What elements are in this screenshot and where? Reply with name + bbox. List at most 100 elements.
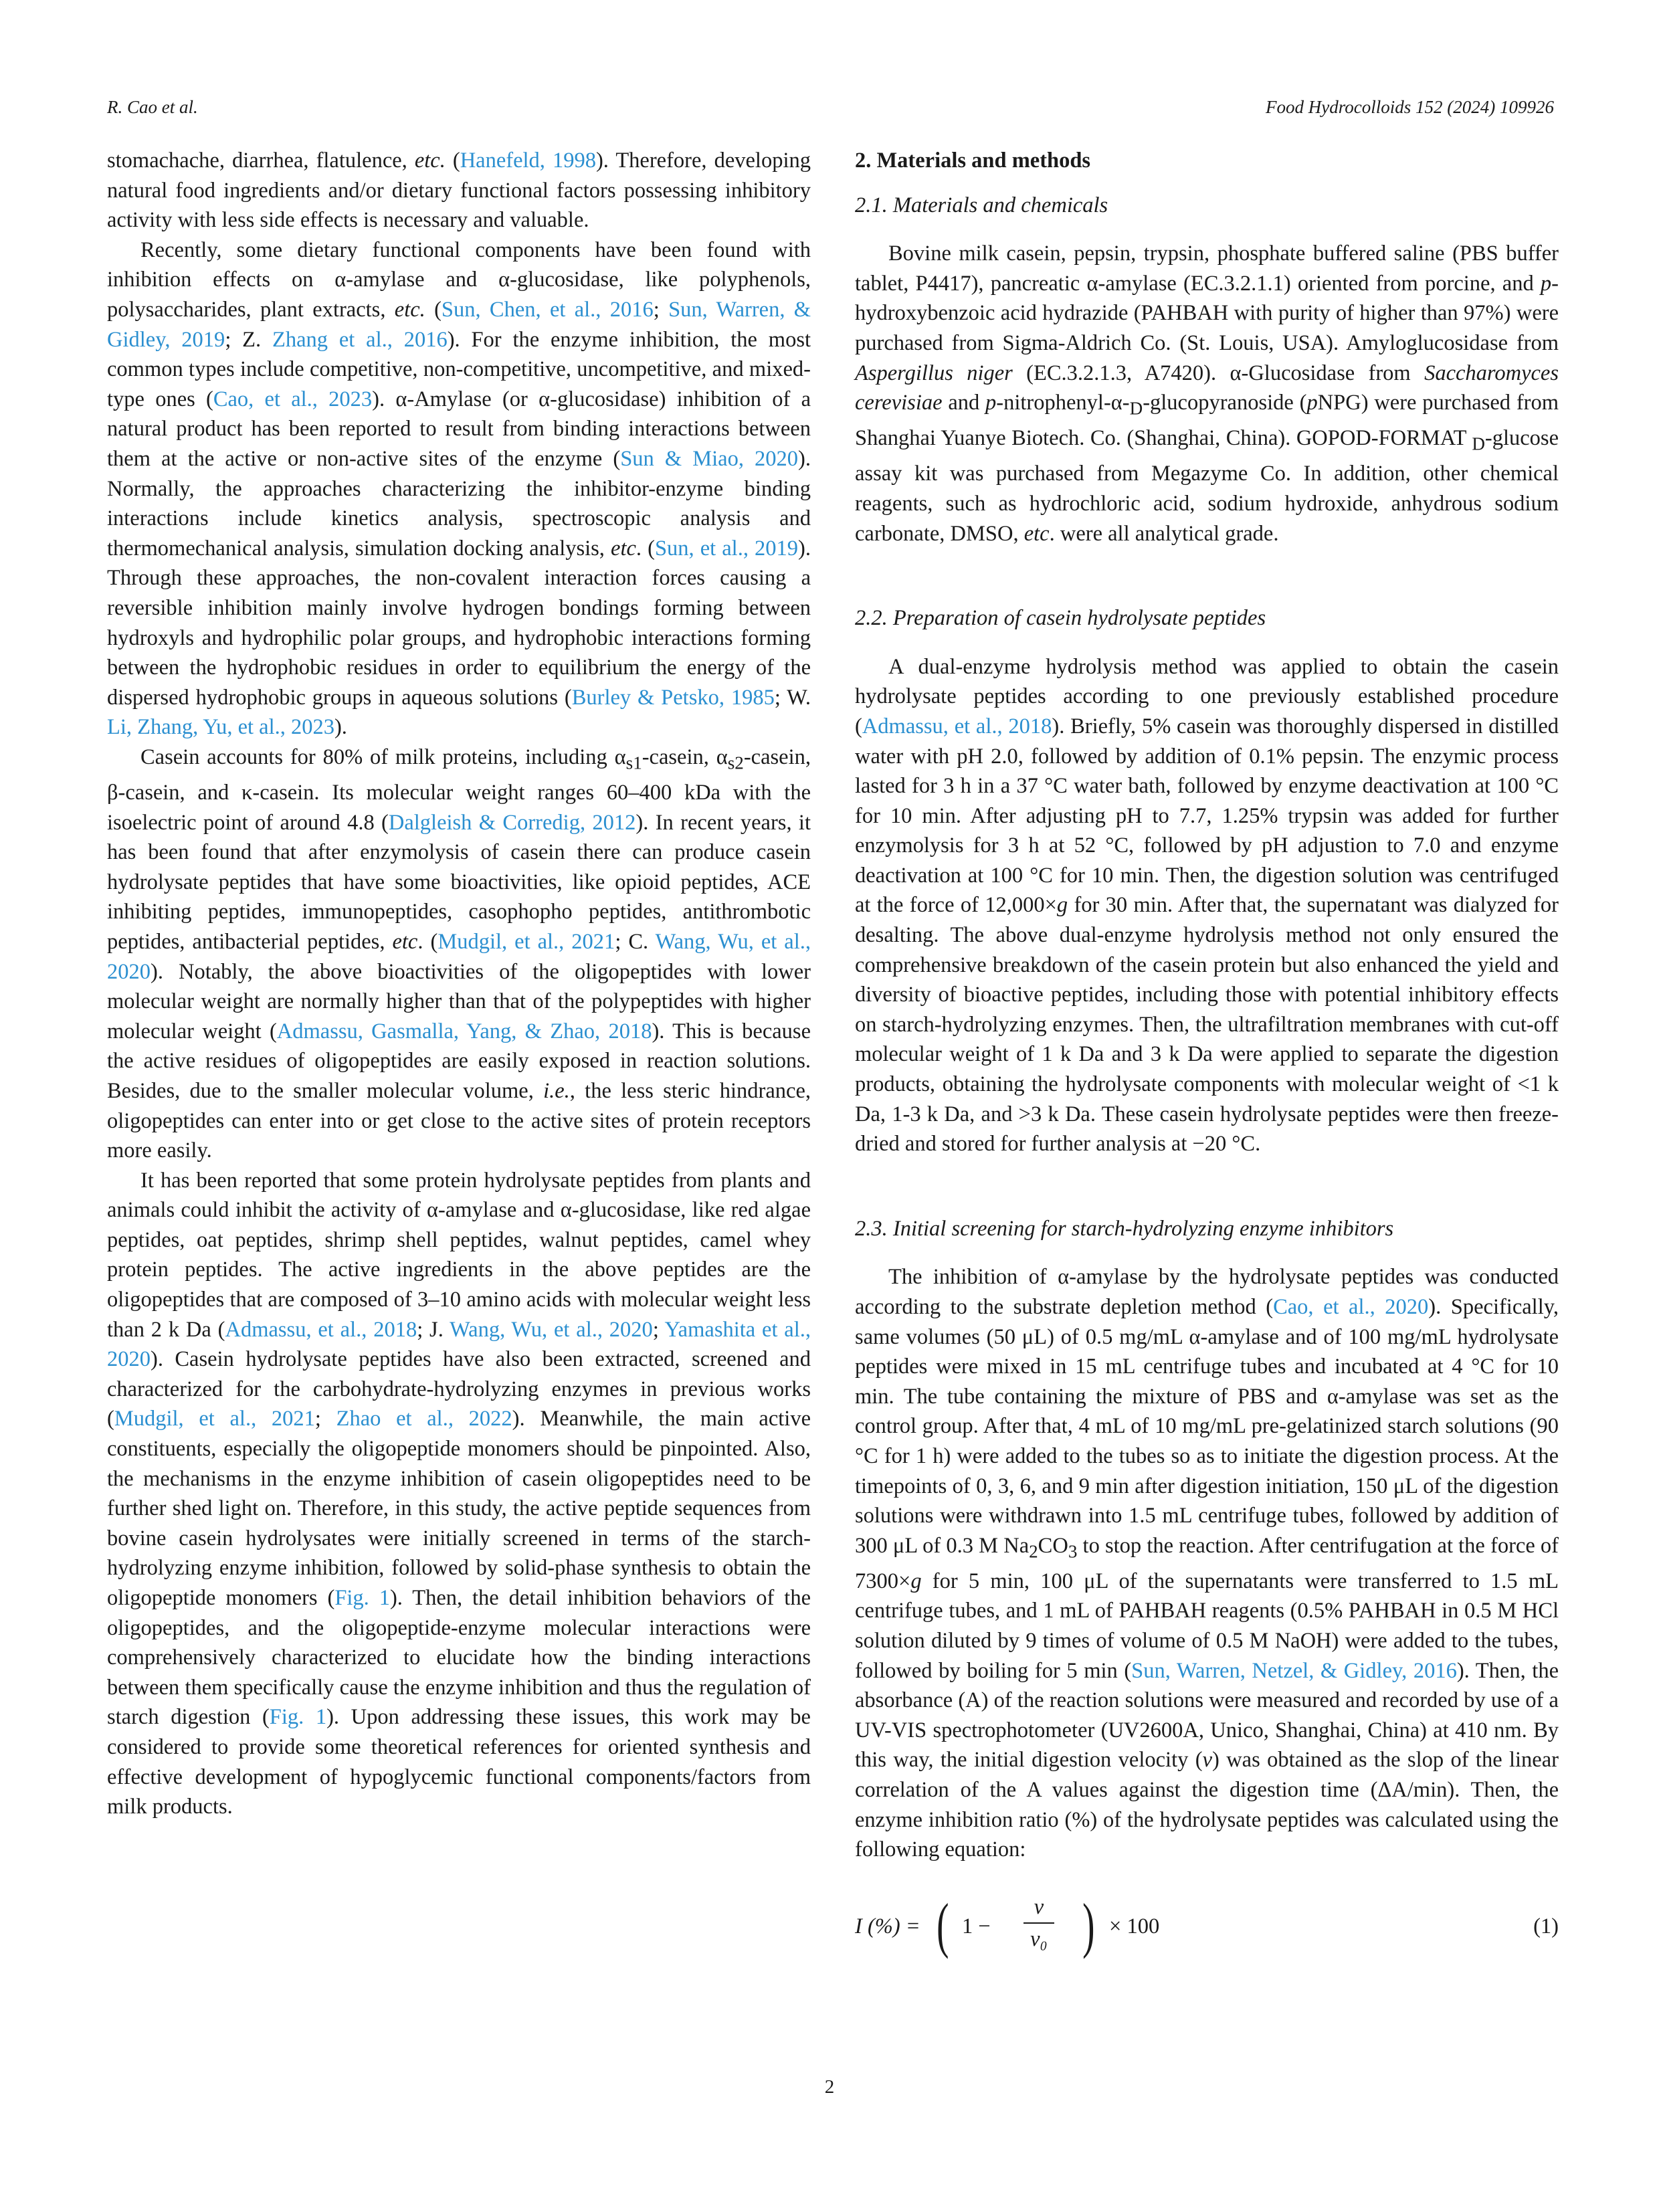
left-column: stomachache, diarrhea, flatulence, etc. … <box>107 146 811 1822</box>
citation-link[interactable]: Dalgleish & Corredig, 2012 <box>388 810 636 835</box>
subscript: 3 <box>1068 1541 1078 1562</box>
text-run: Recently, some dietary functional compon… <box>107 237 811 322</box>
text-run: to stop the reaction. After centrifugati… <box>855 1533 1559 1593</box>
text-run: ). This is because the active residues o… <box>107 1019 811 1103</box>
italic-text: etc <box>392 929 418 954</box>
italic-text: etc. <box>414 148 446 173</box>
subscript: 2 <box>1029 1541 1038 1562</box>
subsection-heading: 2.2. Preparation of casein hydrolysate p… <box>855 606 1266 631</box>
text-run: . ( <box>417 929 438 954</box>
citation-link[interactable]: Wang, Wu, et al., 2020 <box>107 929 811 984</box>
citation-link[interactable]: Admassu, Gasmalla, Yang, & Zhao, 2018 <box>276 1019 652 1043</box>
body-paragraph: Casein accounts for 80% of milk proteins… <box>107 742 811 1166</box>
text-run: ). In recent years, it has been found th… <box>107 810 811 954</box>
citation-link[interactable]: Cao, et al., 2023 <box>213 387 373 411</box>
text-run: ; Z. <box>225 327 272 352</box>
citation-link[interactable]: Admassu, et al., 2018 <box>225 1317 417 1342</box>
text-run: ; <box>653 297 669 322</box>
text-run: ) was obtained as the slop of the linear… <box>855 1748 1559 1862</box>
italic-text: p <box>1540 271 1552 296</box>
body-paragraph: stomachache, diarrhea, flatulence, etc. … <box>107 146 811 235</box>
text-run: Bovine milk casein, pepsin, trypsin, pho… <box>855 241 1559 296</box>
text-run: for 30 min. After that, the supernatant … <box>855 893 1559 1157</box>
text-run: ; <box>652 1317 665 1342</box>
citation-link[interactable]: Hanefeld, 1998 <box>460 148 596 173</box>
text-run: ). Casein hydrolysate peptides have also… <box>107 1347 811 1431</box>
right-column: 2. Materials and methods 2.1. Materials … <box>855 146 1559 1965</box>
citation-link[interactable]: Yamashita et al., 2020 <box>107 1317 811 1372</box>
body-paragraph: A dual-enzyme hydrolysis method was appl… <box>855 652 1559 1159</box>
text-run: ). Normally, the approaches characterizi… <box>107 446 811 561</box>
text-run: ; J. <box>417 1317 450 1342</box>
text-run: ; C. <box>615 929 656 954</box>
equation-one-minus: 1 − <box>962 1914 991 1938</box>
citation-link[interactable]: Mudgil, et al., 2021 <box>114 1407 315 1431</box>
italic-text: v <box>1202 1748 1212 1773</box>
text-run: -nitrophenyl-α- <box>996 391 1130 415</box>
text-run: ). Then, the absorbance (A) of the react… <box>855 1658 1559 1773</box>
citation-link[interactable]: Burley & Petsko, 1985 <box>571 685 775 710</box>
italic-text: g <box>910 1569 922 1593</box>
text-run: Casein accounts for 80% of milk proteins… <box>140 744 626 769</box>
text-run: ). For the enzyme inhibition, the most c… <box>107 327 811 411</box>
text-run: , the less steric hindrance, oligopeptid… <box>107 1078 811 1163</box>
text-run: -casein, β-casein, and κ-casein. Its mol… <box>107 744 811 835</box>
italic-text: etc <box>611 536 636 561</box>
body-paragraph: Recently, some dietary functional compon… <box>107 235 811 742</box>
equation-times: × 100 <box>1109 1914 1160 1938</box>
citation-link[interactable]: Zhao et al., 2022 <box>336 1407 512 1431</box>
citation-link[interactable]: Sun, Chen, et al., 2016 <box>441 297 654 322</box>
equation-fraction: v v₀ <box>1005 1892 1072 1954</box>
italic-text: etc <box>1023 521 1050 546</box>
equation-number: (1) <box>1533 1914 1559 1938</box>
text-run: and <box>942 391 986 415</box>
citation-link[interactable]: Li, Zhang, Yu, et al., 2023 <box>107 715 334 740</box>
citation-link[interactable]: Zhang et al., 2016 <box>272 327 448 352</box>
text-run: ; W. <box>774 685 811 710</box>
citation-link[interactable]: Cao, et al., 2020 <box>1273 1295 1429 1319</box>
citation-link[interactable]: Sun, et al., 2019 <box>654 536 799 561</box>
text-run: ). <box>334 715 347 740</box>
text-run: stomachache, diarrhea, flatulence, <box>107 148 415 173</box>
citation-link[interactable]: Fig. 1 <box>269 1705 327 1730</box>
page-number: 2 <box>824 2076 835 2098</box>
citation-link[interactable]: Mudgil, et al., 2021 <box>437 929 615 954</box>
text-run: NPG) were purchased from Shanghai Yuanye… <box>855 391 1559 451</box>
citation-link[interactable]: Wang, Wu, et al., 2020 <box>450 1317 653 1342</box>
citation-link[interactable]: Sun, Warren, & Gidley, 2019 <box>107 297 811 352</box>
text-run: ). Therefore, developing natural food in… <box>107 148 811 233</box>
section-heading: 2. Materials and methods <box>855 148 1091 173</box>
text-run: A dual-enzyme hydrolysis method was appl… <box>855 654 1559 738</box>
text-run: ). Through these approaches, the non-cov… <box>107 536 811 710</box>
italic-text: p <box>1306 391 1318 415</box>
italic-text: Aspergillus niger <box>855 361 1013 385</box>
equation-denominator: v₀ <box>1030 1926 1048 1951</box>
equation-left-paren: ( <box>937 1890 949 1959</box>
subscript: D <box>1129 398 1143 419</box>
equation-1: I (%) = ( 1 − v v₀ ) × 100 (1) <box>855 1892 1559 1965</box>
text-run: . ( <box>636 536 655 561</box>
text-run: -glucose assay kit was purchased from Me… <box>855 426 1559 546</box>
citation-link[interactable]: Admassu, et al., 2018 <box>862 714 1052 738</box>
text-run: ). Briefly, 5% casein was thoroughly dis… <box>855 714 1559 918</box>
text-run: for 5 min, 100 μL of the supernatants we… <box>855 1569 1559 1683</box>
subscript: s2 <box>727 752 744 773</box>
italic-text: p <box>985 391 997 415</box>
citation-link[interactable]: Sun, Warren, Netzel, & Gidley, 2016 <box>1131 1658 1457 1683</box>
subscript: s1 <box>625 752 642 773</box>
running-header-authors: R. Cao et al. <box>107 97 198 117</box>
citation-link[interactable]: Sun & Miao, 2020 <box>620 446 799 471</box>
italic-text: g <box>1056 893 1068 918</box>
text-run: ; <box>314 1407 336 1431</box>
italic-text: Saccharomyces cerevisiae <box>855 361 1559 415</box>
text-run: ). Meanwhile, the main active constituen… <box>107 1407 811 1610</box>
subsection-heading: 2.3. Initial screening for starch-hydrol… <box>855 1216 1394 1241</box>
italic-text: etc. <box>394 297 425 322</box>
text-run: ). Notably, the above bioactivities of t… <box>107 959 811 1043</box>
text-run: -hydroxybenzoic acid hydrazide (PAHBAH w… <box>855 271 1559 355</box>
text-run: (EC.3.2.1.3, A7420). α-Glucosidase from <box>1012 361 1425 385</box>
text-run: CO <box>1038 1533 1068 1558</box>
subsection-heading: 2.1. Materials and chemicals <box>855 193 1108 217</box>
citation-link[interactable]: Fig. 1 <box>334 1586 390 1610</box>
body-paragraph: It has been reported that some protein h… <box>107 1166 811 1822</box>
